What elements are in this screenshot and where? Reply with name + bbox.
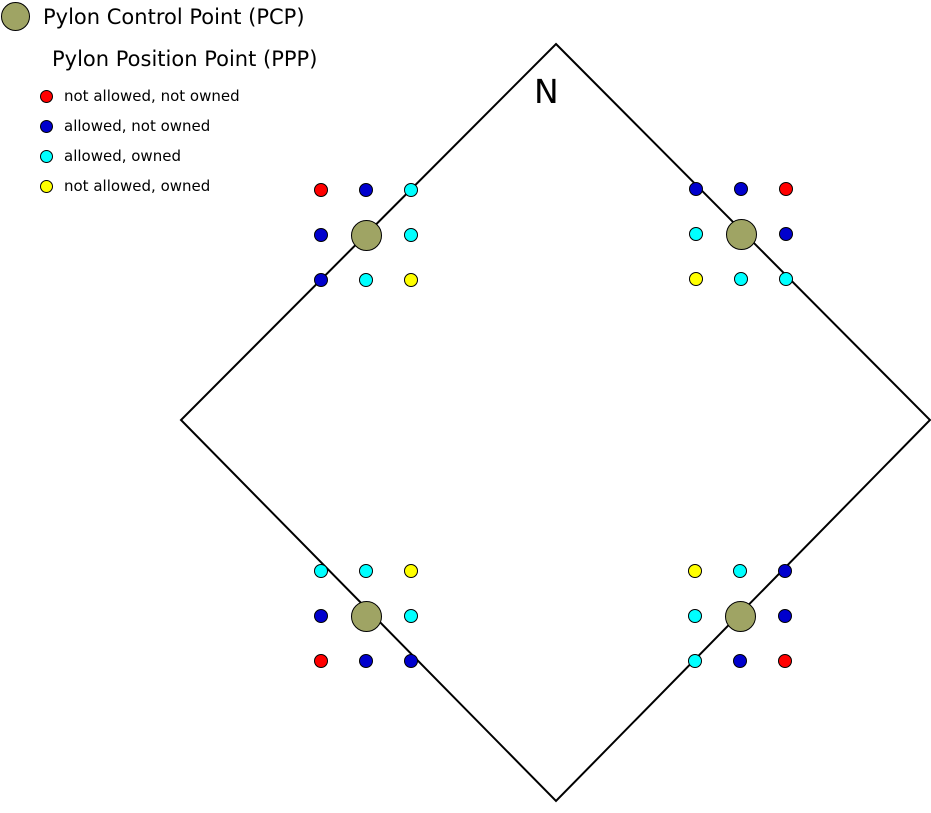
cluster-cell bbox=[764, 167, 809, 212]
ppp-dot-blue bbox=[689, 182, 703, 196]
cluster-cell bbox=[344, 258, 389, 303]
cluster-cell bbox=[718, 549, 763, 594]
cluster-cell bbox=[389, 549, 434, 594]
pcp-circle bbox=[350, 600, 382, 632]
ppp-dot-yellow bbox=[404, 273, 418, 287]
ppp-dot-yellow bbox=[689, 272, 703, 286]
cluster-cell bbox=[673, 549, 718, 594]
ppp-dot-cyan bbox=[689, 227, 703, 241]
ppp-cluster-upper-left bbox=[299, 168, 434, 303]
legend-item-red: not allowed, not owned bbox=[40, 87, 317, 105]
cluster-cell bbox=[764, 257, 809, 302]
ppp-cluster-upper-right bbox=[674, 167, 809, 302]
ppp-dot-cyan bbox=[733, 564, 747, 578]
cluster-cell bbox=[344, 594, 389, 639]
legend-item-yellow: not allowed, owned bbox=[40, 177, 317, 195]
cluster-cell bbox=[719, 257, 764, 302]
legend-item-cyan: allowed, owned bbox=[40, 147, 317, 165]
cluster-cell bbox=[299, 213, 344, 258]
legend-pcp-row: Pylon Control Point (PCP) bbox=[1, 2, 317, 31]
ppp-dot-yellow bbox=[404, 564, 418, 578]
ppp-dot-blue bbox=[359, 183, 373, 197]
cluster-cell bbox=[389, 258, 434, 303]
ppp-dot-cyan bbox=[779, 272, 793, 286]
cluster-cell bbox=[389, 594, 434, 639]
cluster-cell bbox=[344, 639, 389, 684]
ppp-dot-cyan bbox=[359, 273, 373, 287]
pcp-legend-label: Pylon Control Point (PCP) bbox=[43, 4, 305, 29]
pcp-circle bbox=[350, 219, 382, 251]
pcp-swatch-icon bbox=[1, 2, 30, 31]
cluster-cell bbox=[299, 549, 344, 594]
cluster-cell bbox=[763, 594, 808, 639]
cluster-cell bbox=[344, 168, 389, 213]
pcp-circle bbox=[724, 600, 756, 632]
ppp-dot-cyan bbox=[688, 609, 702, 623]
cluster-cell bbox=[673, 594, 718, 639]
ppp-dot-cyan bbox=[359, 564, 373, 578]
ppp-dot-cyan bbox=[404, 183, 418, 197]
ppp-dot-blue bbox=[778, 609, 792, 623]
cluster-cell bbox=[389, 639, 434, 684]
legend-dot-cyan-icon bbox=[40, 149, 53, 163]
diamond-polygon bbox=[179, 42, 931, 803]
legend-item-label: not allowed, not owned bbox=[64, 87, 240, 105]
cluster-cell bbox=[763, 639, 808, 684]
legend: Pylon Control Point (PCP) Pylon Position… bbox=[0, 0, 317, 209]
ppp-dot-cyan bbox=[734, 272, 748, 286]
legend-item-blue: allowed, not owned bbox=[40, 117, 317, 135]
cluster-cell bbox=[674, 167, 719, 212]
ppp-dot-cyan bbox=[404, 228, 418, 242]
cluster-cell bbox=[389, 213, 434, 258]
cluster-cell bbox=[763, 549, 808, 594]
pcp-circle bbox=[725, 218, 757, 250]
ppp-dot-blue bbox=[314, 228, 328, 242]
ppp-dot-blue bbox=[314, 273, 328, 287]
cluster-cell bbox=[673, 639, 718, 684]
ppp-dot-yellow bbox=[688, 564, 702, 578]
ppp-dot-blue bbox=[779, 227, 793, 241]
ppp-dot-blue bbox=[404, 654, 418, 668]
ppp-dot-blue bbox=[359, 654, 373, 668]
cluster-cell bbox=[718, 639, 763, 684]
cluster-cell bbox=[764, 212, 809, 257]
ppp-dot-red bbox=[779, 182, 793, 196]
north-label: N bbox=[534, 72, 559, 111]
cluster-cell bbox=[299, 594, 344, 639]
ppp-dot-red bbox=[314, 183, 328, 197]
cluster-cell bbox=[389, 168, 434, 213]
legend-dot-yellow-icon bbox=[40, 179, 53, 193]
ppp-dot-blue bbox=[314, 609, 328, 623]
legend-items: not allowed, not owned allowed, not owned… bbox=[0, 87, 317, 195]
legend-item-label: not allowed, owned bbox=[64, 177, 211, 195]
ppp-dot-red bbox=[778, 654, 792, 668]
cluster-cell bbox=[344, 213, 389, 258]
cluster-cell bbox=[674, 212, 719, 257]
ppp-dot-cyan bbox=[688, 654, 702, 668]
cluster-cell bbox=[719, 167, 764, 212]
cluster-cell bbox=[674, 257, 719, 302]
ppp-dot-cyan bbox=[314, 564, 328, 578]
cluster-cell bbox=[299, 639, 344, 684]
cluster-cell bbox=[718, 594, 763, 639]
ppp-legend-title: Pylon Position Point (PPP) bbox=[52, 47, 318, 71]
cluster-cell bbox=[299, 168, 344, 213]
ppp-dot-blue bbox=[778, 564, 792, 578]
ppp-cluster-lower-left bbox=[299, 549, 434, 684]
ppp-cluster-lower-right bbox=[673, 549, 808, 684]
cluster-cell bbox=[299, 258, 344, 303]
ppp-dot-blue bbox=[733, 654, 747, 668]
cluster-cell bbox=[344, 549, 389, 594]
cluster-cell bbox=[719, 212, 764, 257]
legend-dot-blue-icon bbox=[40, 119, 53, 133]
ppp-dot-red bbox=[314, 654, 328, 668]
ppp-dot-cyan bbox=[404, 609, 418, 623]
legend-item-label: allowed, owned bbox=[64, 147, 181, 165]
legend-item-label: allowed, not owned bbox=[64, 117, 211, 135]
legend-dot-red-icon bbox=[40, 89, 53, 103]
ppp-dot-blue bbox=[734, 182, 748, 196]
